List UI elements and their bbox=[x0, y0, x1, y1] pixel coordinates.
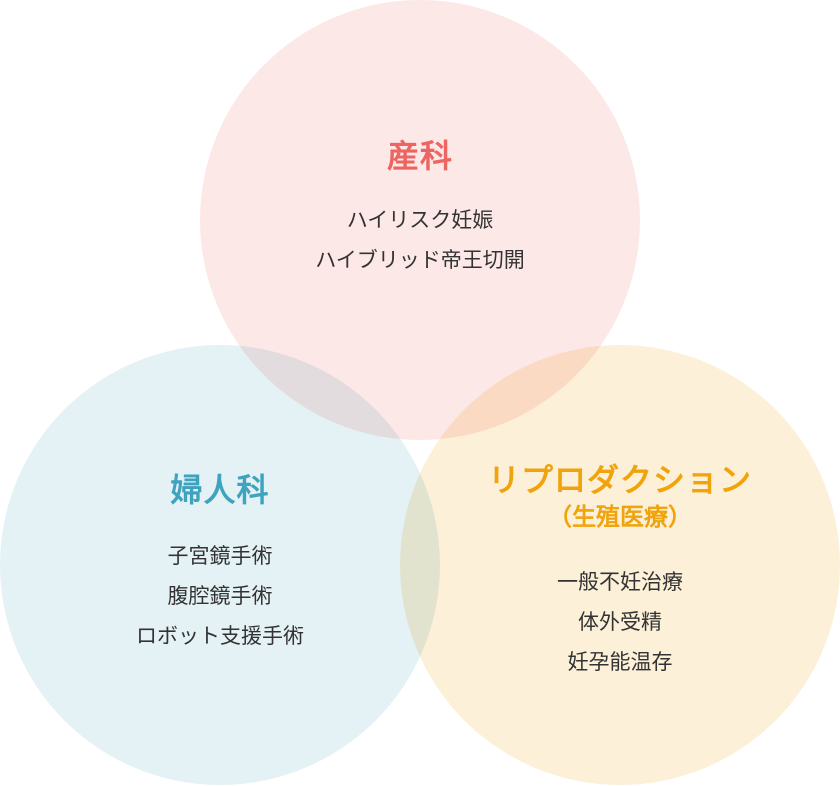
gynecology-item: 腹腔鏡手術 bbox=[167, 584, 273, 608]
reproduction-item: 妊孕能温存 bbox=[567, 650, 673, 674]
reproduction-title: リプロダクション bbox=[487, 461, 752, 499]
gynecology-circle bbox=[0, 345, 440, 785]
reproduction-block: リプロダクション （生殖医療） 一般不妊治療 体外受精 妊孕能温存 bbox=[400, 460, 840, 682]
obstetrics-title: 産科 bbox=[386, 137, 453, 175]
obstetrics-item: ハイリスク妊娠 bbox=[346, 208, 494, 232]
reproduction-item: 体外受精 bbox=[578, 610, 662, 634]
reproduction-item: 一般不妊治療 bbox=[557, 570, 683, 594]
gynecology-item: ロボット支援手術 bbox=[136, 624, 304, 648]
gynecology-block: 婦人科 子宮鏡手術 腹腔鏡手術 ロボット支援手術 bbox=[0, 470, 440, 656]
obstetrics-item: ハイブリッド帝王切開 bbox=[315, 248, 525, 272]
reproduction-circle bbox=[400, 345, 840, 785]
obstetrics-block: 産科 ハイリスク妊娠 ハイブリッド帝王切開 bbox=[200, 136, 640, 280]
gynecology-title: 婦人科 bbox=[170, 471, 270, 509]
gynecology-item: 子宮鏡手術 bbox=[167, 544, 273, 568]
reproduction-subtitle: （生殖医療） bbox=[548, 503, 692, 531]
